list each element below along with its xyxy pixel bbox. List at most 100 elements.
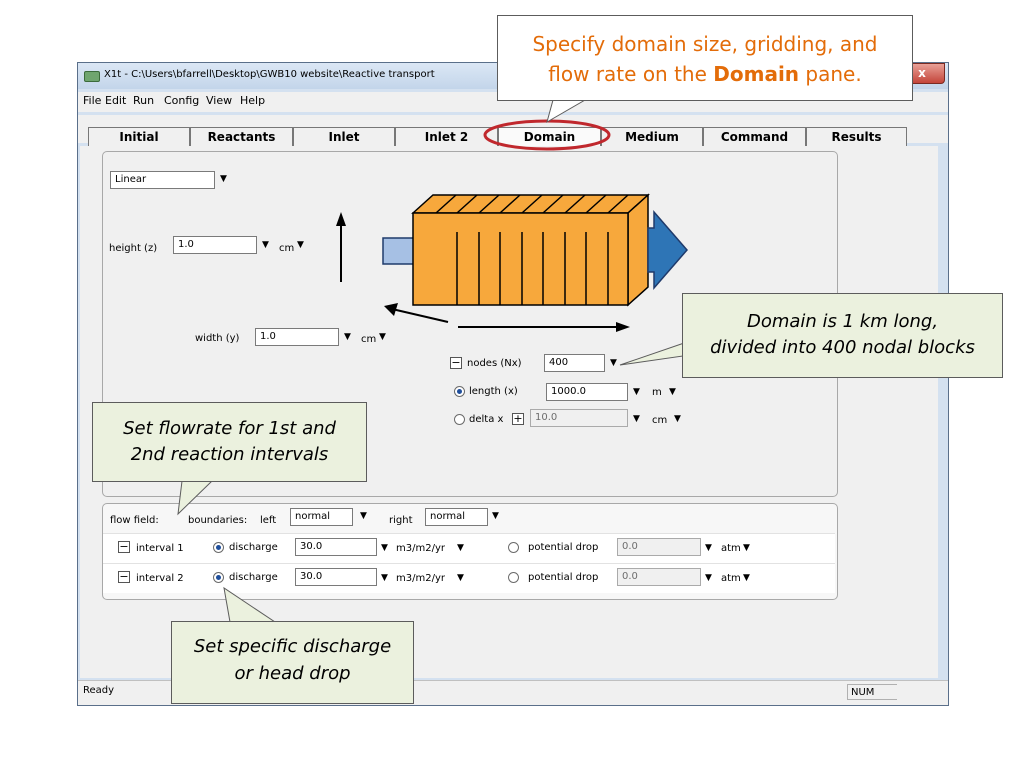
flowrate-callout-line2: 2nd reaction intervals — [130, 444, 329, 465]
tab-medium[interactable]: Medium — [601, 127, 703, 147]
width-input[interactable]: 1.0 — [255, 328, 339, 346]
interval-1-collapse-button[interactable]: − — [118, 540, 130, 553]
right-boundary-label: right — [389, 515, 413, 526]
nodes-collapse-button[interactable]: − — [450, 356, 462, 369]
flow-field-label: flow field: — [110, 515, 159, 526]
width-unit[interactable]: cm — [361, 334, 377, 345]
interval-2-drop-unit[interactable]: atm — [721, 573, 741, 584]
tab-results[interactable]: Results — [806, 127, 907, 147]
length-unit-dropdown-icon[interactable]: ▼ — [669, 387, 676, 397]
menu-file[interactable]: File — [83, 94, 102, 107]
left-boundary-select[interactable]: normal — [290, 508, 353, 526]
interval-2-drop-radio[interactable] — [508, 572, 519, 583]
geometry-type-dropdown-icon[interactable]: ▼ — [220, 174, 227, 184]
deltax-unit-dropdown-icon[interactable]: ▼ — [674, 414, 681, 424]
interval-1-discharge-radio[interactable] — [213, 542, 224, 553]
interval-1-label: interval 1 — [136, 543, 184, 554]
status-text: Ready — [83, 685, 115, 696]
left-boundary-label: left — [260, 515, 277, 526]
height-unit[interactable]: cm — [279, 243, 295, 254]
interval-1-drop-radio[interactable] — [508, 542, 519, 553]
interval-1-drop-input[interactable]: 0.0 — [617, 538, 701, 556]
height-input[interactable]: 1.0 — [173, 236, 257, 254]
tab-reactants[interactable]: Reactants — [190, 127, 293, 147]
flowrate-callout: Set flowrate for 1st and 2nd reaction in… — [92, 402, 367, 482]
discharge-callout-line2: or head drop — [234, 663, 351, 684]
interval-1-discharge-unit[interactable]: m3/m2/yr — [396, 543, 445, 554]
boundaries-label: boundaries: — [188, 515, 248, 526]
interval-1-drop-unit[interactable]: atm — [721, 543, 741, 554]
interval-2-drop-unit-dropdown-icon[interactable]: ▼ — [743, 573, 750, 583]
interval-2-unit-dropdown-icon[interactable]: ▼ — [457, 573, 464, 583]
width-arrow-icon — [391, 308, 449, 323]
discharge-callout-line1: Set specific discharge — [193, 636, 392, 657]
deltax-radio[interactable] — [454, 414, 465, 425]
tab-command[interactable]: Command — [703, 127, 806, 147]
left-boundary-dropdown-icon[interactable]: ▼ — [360, 511, 367, 521]
length-radio[interactable] — [454, 386, 465, 397]
interval-2-drop-input[interactable]: 0.0 — [617, 568, 701, 586]
menu-config[interactable]: Config — [164, 94, 200, 107]
width-unit-dropdown-icon[interactable]: ▼ — [379, 332, 386, 342]
menu-view[interactable]: View — [206, 94, 233, 107]
height-label: height (z) — [109, 243, 158, 254]
flow-arrow-icon — [647, 209, 688, 291]
width-dropdown-icon[interactable]: ▼ — [344, 332, 351, 342]
length-label: length (x) — [469, 386, 518, 397]
right-boundary-select[interactable]: normal — [425, 508, 488, 526]
height-unit-dropdown-icon[interactable]: ▼ — [297, 240, 304, 250]
tab-inlet[interactable]: Inlet — [293, 127, 395, 147]
tab-initial[interactable]: Initial — [88, 127, 190, 147]
interval-row — [103, 533, 835, 563]
domain-tab-highlight — [483, 119, 611, 151]
interval-row — [103, 563, 835, 593]
deltax-expand-button[interactable]: + — [512, 412, 524, 425]
width-label: width (y) — [195, 333, 240, 344]
interval-2-drop-dropdown-icon[interactable]: ▼ — [705, 573, 712, 583]
interval-1-discharge-input[interactable]: 30.0 — [295, 538, 377, 556]
nodes-label: nodes (Nx) — [467, 358, 522, 369]
num-lock-indicator: NUM — [847, 684, 897, 700]
domain-callout-line2: flow rate on the Domain pane. — [548, 62, 862, 86]
tab-domain[interactable]: Domain — [498, 127, 601, 147]
domain-callout: Specify domain size, gridding, and flow … — [497, 15, 913, 101]
window-title: X1t - C:\Users\bfarrell\Desktop\GWB10 we… — [104, 69, 435, 80]
length-unit[interactable]: m — [652, 387, 662, 398]
length-input[interactable]: 1000.0 — [546, 383, 628, 401]
deltax-label: delta x — [469, 414, 504, 425]
deltax-dropdown-icon[interactable]: ▼ — [633, 414, 640, 424]
interval-2-collapse-button[interactable]: − — [118, 570, 130, 583]
inlet-pipe — [382, 237, 416, 265]
right-boundary-dropdown-icon[interactable]: ▼ — [492, 511, 499, 521]
domain-diagram — [336, 193, 688, 332]
app-icon — [84, 71, 100, 82]
length-callout-line2: divided into 400 nodal blocks — [710, 337, 975, 358]
interval-2-discharge-dropdown-icon[interactable]: ▼ — [381, 573, 388, 583]
discharge-callout: Set specific discharge or head drop — [171, 621, 414, 704]
interval-1-drop-label: potential drop — [528, 542, 599, 553]
length-dropdown-icon[interactable]: ▼ — [633, 387, 640, 397]
flowrate-callout-line1: Set flowrate for 1st and — [123, 418, 336, 439]
interval-2-discharge-unit[interactable]: m3/m2/yr — [396, 573, 445, 584]
nodes-input[interactable]: 400 — [544, 354, 605, 372]
interval-1-drop-unit-dropdown-icon[interactable]: ▼ — [743, 543, 750, 553]
length-callout: Domain is 1 km long, divided into 400 no… — [682, 293, 1003, 378]
menu-edit[interactable]: Edit — [105, 94, 127, 107]
interval-1-unit-dropdown-icon[interactable]: ▼ — [457, 543, 464, 553]
interval-2-discharge-label: discharge — [229, 572, 278, 583]
height-dropdown-icon[interactable]: ▼ — [262, 240, 269, 250]
geometry-type-select[interactable]: Linear — [110, 171, 215, 189]
nodes-dropdown-icon[interactable]: ▼ — [610, 358, 617, 368]
deltax-unit[interactable]: cm — [652, 415, 668, 426]
deltax-input[interactable]: 10.0 — [530, 409, 628, 427]
menu-run[interactable]: Run — [133, 94, 155, 107]
menu-help[interactable]: Help — [240, 94, 266, 107]
tab-inlet-2[interactable]: Inlet 2 — [395, 127, 498, 147]
interval-2-discharge-input[interactable]: 30.0 — [295, 568, 377, 586]
interval-2-discharge-radio[interactable] — [213, 572, 224, 583]
interval-1-discharge-dropdown-icon[interactable]: ▼ — [381, 543, 388, 553]
domain-callout-line1: Specify domain size, gridding, and — [532, 32, 878, 56]
interval-1-drop-dropdown-icon[interactable]: ▼ — [705, 543, 712, 553]
interval-1-discharge-label: discharge — [229, 542, 278, 553]
interval-2-label: interval 2 — [136, 573, 184, 584]
